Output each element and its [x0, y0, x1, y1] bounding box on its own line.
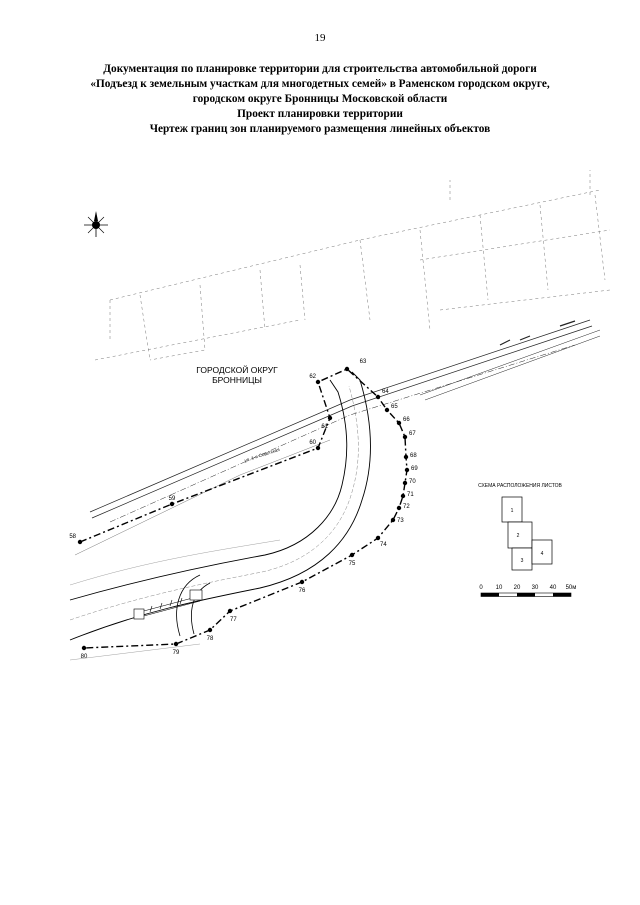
- boundary-point-marker: [390, 517, 396, 523]
- boundary-point-marker: [402, 480, 408, 486]
- bridge-structure: [133, 589, 203, 620]
- sheet-cell: [531, 539, 553, 565]
- boundary-point-label: 78: [207, 636, 214, 642]
- boundary-point-marker: [327, 415, 333, 421]
- street-lines: [74, 319, 601, 556]
- title-line: Проект планировки территории: [237, 108, 403, 120]
- boundary-point-marker: [315, 379, 321, 385]
- boundary-point-marker: [400, 493, 406, 499]
- boundary-point-marker: [384, 407, 390, 413]
- boundary-points: 58 59 60 61 62 63 64 65 66 67 68 69 70 71 72 73 74 75 76 77…: [69, 359, 418, 660]
- scale-tick: 10: [496, 585, 503, 591]
- boundary-point-marker: [404, 467, 410, 473]
- sheet-cell: [507, 521, 533, 549]
- area-label: БРОННИЦЫ: [212, 375, 262, 385]
- boundary-point-label: 59: [169, 496, 176, 502]
- boundary-point-label: 69: [411, 466, 418, 472]
- sheet-number: 2: [517, 533, 520, 539]
- title-line: городском округе Бронницы Московской обл…: [192, 93, 448, 105]
- boundary-point-label: 79: [173, 650, 180, 656]
- boundary-point-marker: [77, 539, 83, 545]
- title-line: Чертеж границ зон планируемого размещени…: [149, 123, 491, 135]
- sheet-number: 4: [541, 551, 544, 557]
- sheet-number: 3: [521, 558, 524, 564]
- boundary-point-marker: [375, 394, 381, 400]
- boundary-point-label: 71: [407, 492, 414, 498]
- planned-road: [69, 371, 371, 661]
- boundary-point-label: 73: [397, 518, 404, 524]
- scale-tick: 40: [550, 585, 557, 591]
- boundary-point-marker: [375, 535, 381, 541]
- boundary-point-label: 66: [403, 417, 410, 423]
- boundary-point-marker: [299, 579, 305, 585]
- boundary-point-marker: [81, 645, 87, 651]
- boundary-point-label: 58: [69, 534, 76, 540]
- scale-tick: 0: [479, 585, 483, 591]
- boundary-point-label: 76: [299, 588, 306, 594]
- boundary-point-marker: [403, 454, 409, 460]
- boundary-point-label: 70: [409, 479, 416, 485]
- document-title: Документация по планировке территории дл…: [40, 62, 600, 137]
- sheet-scheme: [501, 496, 553, 571]
- boundary-point-marker: [315, 445, 321, 451]
- title-line: Документация по планировке территории дл…: [103, 63, 537, 75]
- scale-tick: 50м: [566, 585, 577, 591]
- boundary-point-label: 68: [410, 453, 417, 459]
- boundary-point-marker: [396, 505, 402, 511]
- boundary-point-marker: [173, 641, 179, 647]
- boundary-point-label: 72: [403, 504, 410, 510]
- sheet-scheme-title: СХЕМА РАСПОЛОЖЕНИЯ ЛИСТОВ: [478, 483, 562, 489]
- boundary-point-marker: [396, 420, 402, 426]
- scale-tick: 30: [532, 585, 539, 591]
- boundary-point-marker: [207, 627, 213, 633]
- boundary-point-label: 67: [409, 431, 416, 437]
- boundary-point-label: 62: [309, 374, 316, 380]
- scale-tick: 20: [514, 585, 521, 591]
- boundary-point-label: 60: [309, 440, 316, 446]
- boundary-point-label: 65: [391, 404, 398, 410]
- boundary-point-marker: [344, 366, 350, 372]
- boundary-point-label: 80: [81, 654, 88, 660]
- boundary-point-marker: [402, 434, 408, 440]
- page-number: 19: [314, 32, 326, 44]
- area-label: ГОРОДСКОЙ ОКРУГ: [196, 364, 278, 375]
- boundary-point-label: 61: [321, 424, 328, 430]
- boundary-point-marker: [169, 501, 175, 507]
- north-arrow-icon: [84, 211, 108, 237]
- boundary-point-label: 77: [230, 617, 237, 623]
- zone-boundary: [79, 368, 408, 649]
- sheet-number: 1: [511, 508, 514, 514]
- boundary-point-label: 75: [349, 561, 356, 567]
- boundary-point-label: 64: [382, 389, 389, 395]
- boundary-point-marker: [349, 552, 355, 558]
- cadastral-lines: [94, 170, 611, 361]
- boundary-point-label: 74: [380, 542, 387, 548]
- scale-bar: [480, 592, 572, 597]
- boundary-point-marker: [227, 608, 233, 614]
- boundary-point-label: 63: [360, 359, 367, 365]
- title-line: «Подъезд к земельным участкам для многод…: [90, 78, 550, 90]
- street-label: ул. 1-я Советская: [244, 447, 281, 463]
